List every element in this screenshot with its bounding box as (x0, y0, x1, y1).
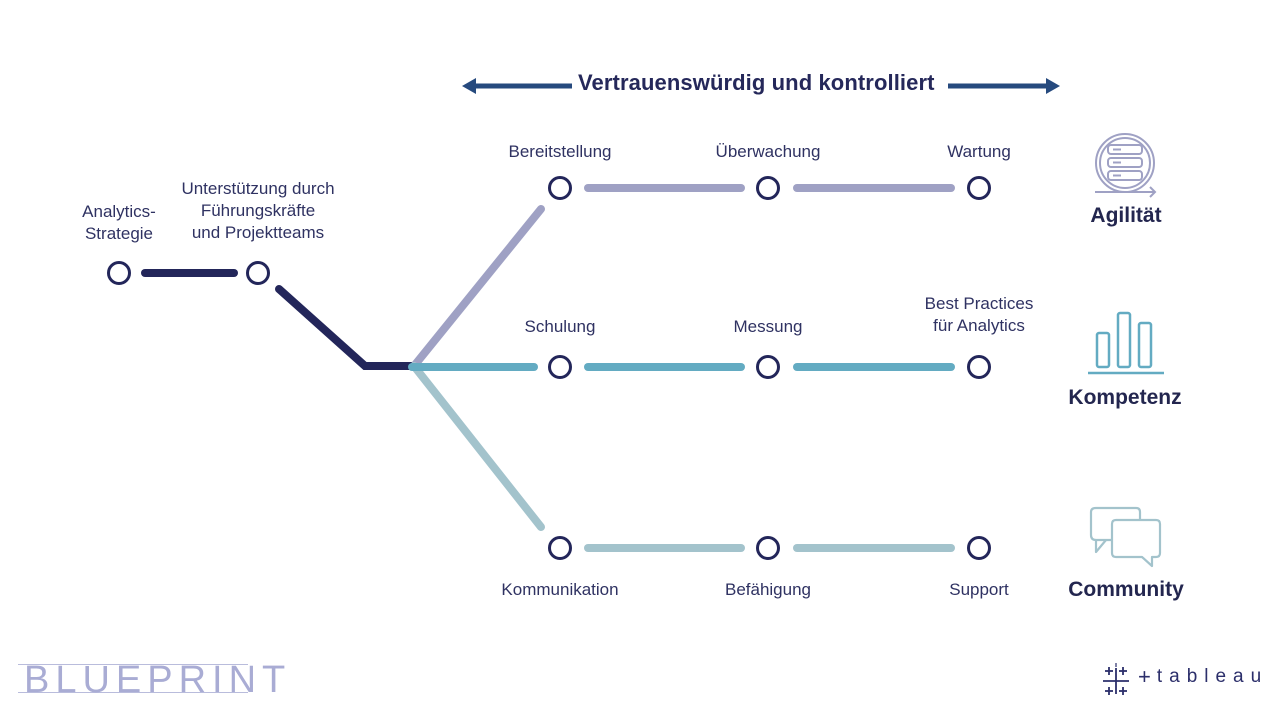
node-bereitstellung (548, 176, 572, 200)
node-messung (756, 355, 780, 379)
node-schulung (548, 355, 572, 379)
label-bereitstellung: Bereitstellung (508, 142, 612, 161)
header-arrow-right (948, 78, 1060, 94)
node-kommunikation (548, 536, 572, 560)
node-unterstuetzung (246, 261, 270, 285)
branch-agilitaet-diagonal (410, 205, 545, 370)
tableau-logo: + tableau (1138, 664, 1268, 690)
bar-chart-icon (1088, 311, 1164, 375)
header-arrow-left (462, 78, 572, 94)
label-analytics-strategie: Analytics- Strategie (82, 202, 156, 243)
tableau-logo-prefix: + (1138, 664, 1151, 689)
tableau-logo-mark (1103, 663, 1129, 695)
start-trunk (275, 285, 416, 370)
node-wartung (967, 176, 991, 200)
node-ueberwachung (756, 176, 780, 200)
label-support: Support (949, 580, 1009, 599)
node-analytics-strategie (107, 261, 131, 285)
node-befaehigung (756, 536, 780, 560)
chat-bubbles-icon (1089, 506, 1162, 568)
server-cycle-icon (1095, 133, 1157, 198)
label-befaehigung: Befähigung (724, 580, 812, 599)
branch-community-diagonal (410, 362, 545, 531)
pillar-title-agilitaet: Agilität (1090, 204, 1162, 227)
pillar-title-kompetenz: Kompetenz (1068, 386, 1182, 409)
pillar-title-community: Community (1068, 578, 1184, 601)
blueprint-guide-top (18, 664, 248, 665)
label-wartung: Wartung (947, 142, 1011, 161)
label-schulung: Schulung (524, 317, 596, 336)
blueprint-logo: BLUEPRINT (24, 659, 292, 701)
tableau-logo-text: tableau (1156, 666, 1269, 687)
node-support (967, 536, 991, 560)
node-best-practices (967, 355, 991, 379)
label-kommunikation: Kommunikation (501, 580, 619, 599)
blueprint-guide-bottom (18, 692, 248, 693)
label-ueberwachung: Überwachung (715, 142, 821, 161)
label-messung: Messung (733, 317, 803, 336)
label-unterstuetzung: Unterstützung durch Führungskräfte und P… (181, 179, 335, 242)
header-title: Vertrauenswürdig und kontrolliert (578, 70, 935, 95)
label-best-practices: Best Practices für Analytics (924, 294, 1034, 335)
